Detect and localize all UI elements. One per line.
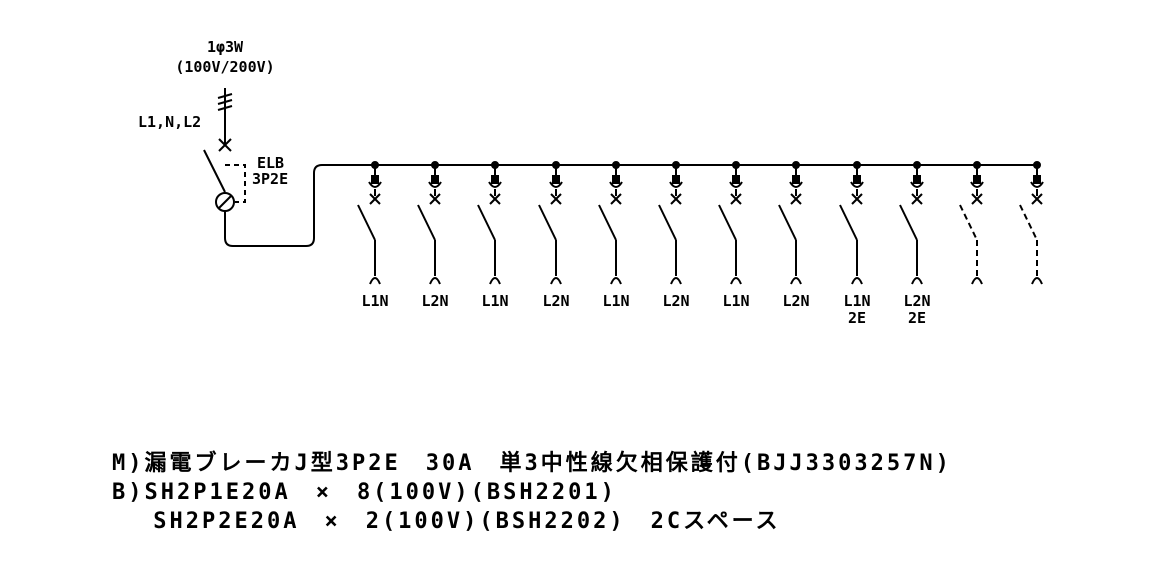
branch-circuit	[417, 161, 442, 285]
breaker-blade	[658, 204, 677, 241]
breaker-cross	[790, 193, 802, 205]
breaker-cross	[851, 193, 863, 205]
branch-sub-label: 2E	[908, 309, 926, 327]
branch-circuit	[538, 161, 563, 285]
terminal-cup	[549, 181, 563, 188]
outlet-symbol	[911, 277, 923, 285]
breaker-blade	[839, 204, 858, 241]
branch-label: L2N	[903, 292, 930, 310]
supply-voltage-label: (100V/200V)	[175, 58, 274, 76]
breaker-cross	[369, 193, 381, 205]
branch-label: L2N	[421, 292, 448, 310]
main-breaker-type-label: ELB	[257, 154, 284, 172]
branch-label: L2N	[542, 292, 569, 310]
terminal-cup	[850, 181, 864, 188]
breaker-cross	[550, 193, 562, 205]
breaker-cross	[911, 193, 923, 205]
breaker-blade	[417, 204, 436, 241]
breaker-cross	[489, 193, 501, 205]
breaker-cross	[429, 193, 441, 205]
breaker-cross	[971, 193, 983, 205]
outlet-symbol	[429, 277, 441, 285]
spec-line-main: M)漏電ブレーカJ型3P2E 30A 単3中性線欠相保護付(BJJ3303257…	[112, 450, 952, 476]
branch-label: L1N	[602, 292, 629, 310]
spare-branch	[959, 161, 984, 285]
branch-circuit	[357, 161, 382, 285]
branch-label: L1N	[722, 292, 749, 310]
terminal-block	[371, 175, 379, 184]
outlet-symbol	[610, 277, 622, 285]
terminal-cup	[609, 181, 623, 188]
terminal-cup	[1030, 181, 1044, 188]
spec-line-branch-1: B)SH2P1E20A × 8(100V)(BSH2201)	[112, 480, 617, 505]
terminal-cup	[669, 181, 683, 188]
branch-circuit	[899, 161, 924, 285]
terminal-cup	[368, 181, 382, 188]
outlet-symbol	[369, 277, 381, 285]
terminal-cup	[428, 181, 442, 188]
incoming-supply	[217, 88, 233, 145]
breaker-blade	[1019, 204, 1038, 241]
branch-label: L1N	[361, 292, 388, 310]
breaker-cross	[670, 193, 682, 205]
terminal-block	[792, 175, 800, 184]
breaker-blade	[598, 204, 617, 241]
supply-phase-label: 1φ3W	[207, 38, 244, 56]
outlet-symbol	[730, 277, 742, 285]
branch-circuit	[658, 161, 683, 285]
outlet-symbol	[670, 277, 682, 285]
branch-circuit	[598, 161, 623, 285]
breaker-cross	[610, 193, 622, 205]
branch-label: L2N	[782, 292, 809, 310]
terminal-cup	[488, 181, 502, 188]
terminal-block	[1033, 175, 1041, 184]
main-breaker	[203, 138, 1038, 247]
terminal-block	[552, 175, 560, 184]
outlet-symbol	[851, 277, 863, 285]
branch-circuit	[477, 161, 502, 285]
main-breaker-pole-label: 3P2E	[252, 170, 288, 188]
spec-line-branch-2: SH2P2E20A × 2(100V)(BSH2202) 2Cスペース	[112, 509, 780, 534]
breaker-cross	[730, 193, 742, 205]
terminal-block	[491, 175, 499, 184]
breaker-blade	[778, 204, 797, 241]
supply-lines-label: L1,N,L2	[138, 113, 201, 131]
outlet-symbol	[971, 277, 983, 285]
terminal-block	[612, 175, 620, 184]
breaker-blade	[718, 204, 737, 241]
outlet-symbol	[790, 277, 802, 285]
branch-circuit	[839, 161, 864, 285]
branch-circuit	[778, 161, 803, 285]
breaker-blade	[899, 204, 918, 241]
outlet-symbol	[550, 277, 562, 285]
breaker-blade	[538, 204, 557, 241]
breaker-blade	[959, 204, 978, 241]
terminal-cup	[789, 181, 803, 188]
breaker-cross	[1031, 193, 1043, 205]
terminal-cup	[729, 181, 743, 188]
branch-label: L2N	[662, 292, 689, 310]
terminal-block	[672, 175, 680, 184]
terminal-cup	[970, 181, 984, 188]
branch-circuit	[718, 161, 743, 285]
outlet-symbol	[489, 277, 501, 285]
branch-sub-label: 2E	[848, 309, 866, 327]
branch-label: L1N	[843, 292, 870, 310]
terminal-cup	[910, 181, 924, 188]
terminal-block	[973, 175, 981, 184]
breaker-blade	[477, 204, 496, 241]
spare-branch	[1019, 161, 1044, 285]
outlet-symbol	[1031, 277, 1043, 285]
terminal-block	[913, 175, 921, 184]
terminal-block	[853, 175, 861, 184]
terminal-block	[431, 175, 439, 184]
branch-label: L1N	[481, 292, 508, 310]
terminal-block	[732, 175, 740, 184]
breaker-blade	[357, 204, 376, 241]
